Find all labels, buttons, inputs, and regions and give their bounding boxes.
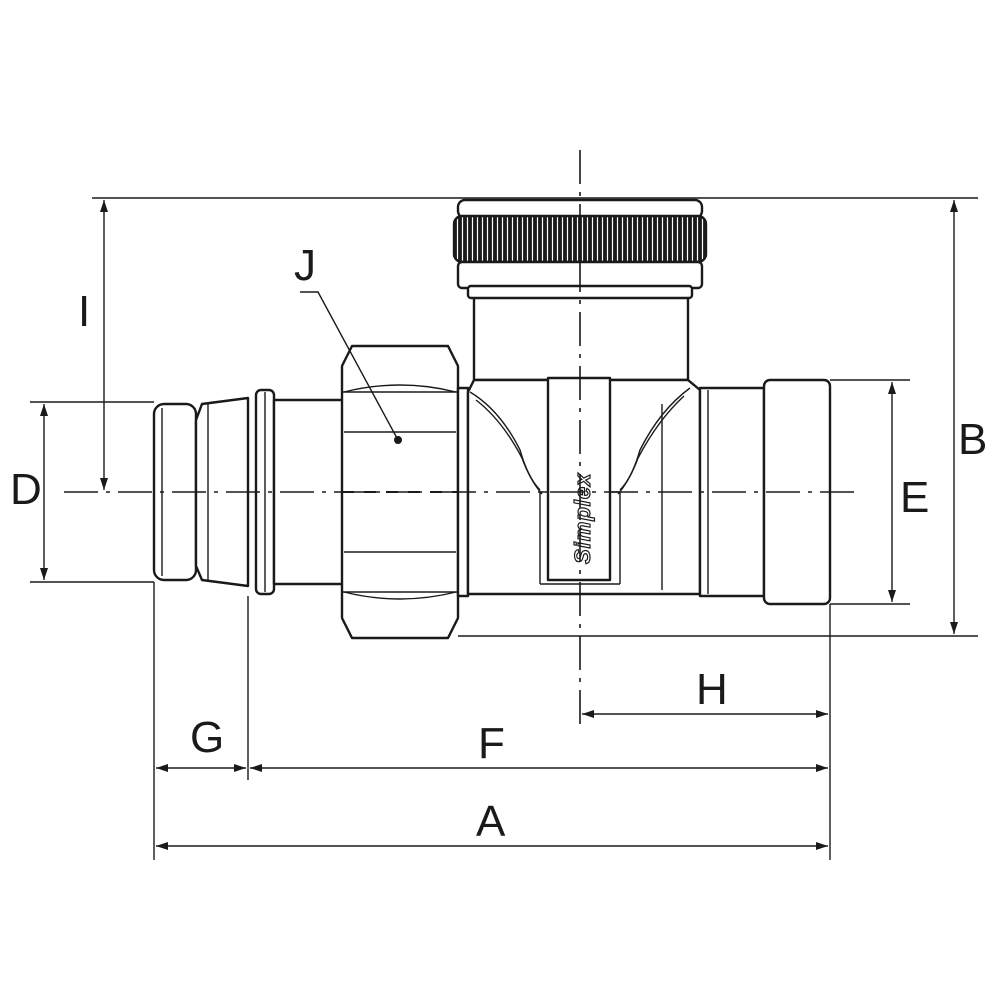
dimension-lines: [40, 200, 958, 850]
label-g: G: [190, 713, 224, 762]
fillet-left-inner: [475, 399, 543, 495]
fillet-right-inner: [617, 395, 685, 495]
brand-plate: [546, 376, 612, 582]
dimension-labels: I J D B E H G F A: [10, 241, 987, 846]
label-e: E: [900, 473, 929, 522]
hex-nut-arc-bottom: [343, 591, 457, 600]
tailpiece-taper: [194, 396, 250, 588]
label-a: A: [476, 797, 506, 846]
label-i: I: [78, 287, 90, 336]
label-b: B: [958, 415, 987, 464]
bonnet-neck: [472, 293, 690, 382]
brand-logo: Simplex: [570, 473, 595, 564]
label-d: D: [10, 465, 42, 514]
extension-lines: [30, 197, 978, 860]
label-j: J: [294, 241, 316, 290]
leader-j: [300, 291, 399, 441]
valve-body: Simplex: [152, 198, 832, 640]
hex-nut-arc-top: [343, 384, 457, 393]
label-h: H: [696, 665, 728, 714]
label-f: F: [478, 719, 505, 768]
